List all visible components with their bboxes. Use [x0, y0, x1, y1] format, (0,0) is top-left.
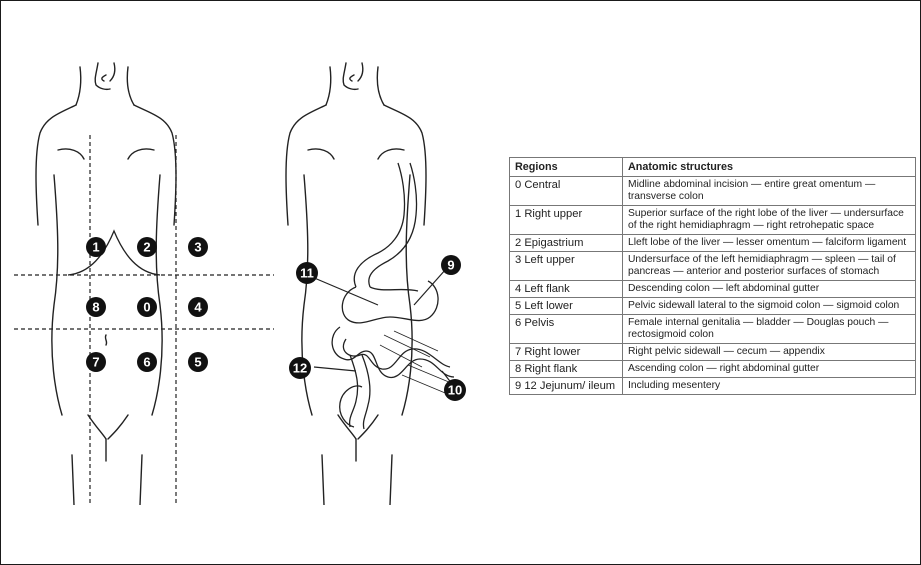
structures-cell: Including mesentery — [623, 378, 916, 395]
region-badge-10: 10 — [444, 379, 466, 401]
region-cell: 6 Pelvis — [510, 315, 623, 344]
region-badge-1: 1 — [86, 237, 106, 257]
svg-text:12: 12 — [293, 361, 307, 376]
left-torso-outline — [36, 63, 176, 505]
intestines-drawing — [332, 163, 456, 429]
region-badge-8: 8 — [86, 297, 106, 317]
svg-text:3: 3 — [194, 240, 201, 255]
region-cell: 1 Right upper — [510, 206, 623, 235]
svg-text:7: 7 — [92, 355, 99, 370]
region-cell: 3 Left upper — [510, 252, 623, 281]
region-badge-5: 5 — [188, 352, 208, 372]
structures-cell: Descending colon — left abdominal gutter — [623, 281, 916, 298]
svg-text:6: 6 — [143, 355, 150, 370]
table-header-row: Regions Anatomic structures — [510, 158, 916, 177]
structures-cell: Lleft lobe of the liver — lesser omentum… — [623, 235, 916, 252]
region-badge-2: 2 — [137, 237, 157, 257]
region-cell: 8 Right flank — [510, 361, 623, 378]
region-badge-6: 6 — [137, 352, 157, 372]
region-cell: 9 12 Jejunum/ ileum — [510, 378, 623, 395]
region-badge-11: 11 — [296, 262, 318, 284]
svg-text:4: 4 — [194, 300, 202, 315]
structures-cell: Midline abdominal incision — entire grea… — [623, 177, 916, 206]
abdominal-regions-figure: 1 2 3 8 0 4 7 6 5 — [10, 55, 500, 505]
structures-cell: Right pelvic sidewall — cecum — appendix — [623, 344, 916, 361]
region-badge-0: 0 — [137, 297, 157, 317]
svg-text:5: 5 — [194, 355, 201, 370]
region-cell: 4 Left flank — [510, 281, 623, 298]
structures-cell: Superior surface of the right lobe of th… — [623, 206, 916, 235]
region-cell: 0 Central — [510, 177, 623, 206]
torso-illustrations: 1 2 3 8 0 4 7 6 5 — [10, 55, 500, 505]
region-badge-12: 12 — [289, 357, 311, 379]
svg-text:10: 10 — [448, 383, 462, 398]
svg-text:2: 2 — [143, 240, 150, 255]
header-anatomic-structures: Anatomic structures — [623, 158, 916, 177]
svg-text:1: 1 — [92, 240, 99, 255]
svg-text:11: 11 — [300, 266, 314, 281]
region-badge-9: 9 — [441, 255, 461, 275]
region-cell: 2 Epigastrium — [510, 235, 623, 252]
structures-cell: Pelvic sidewall lateral to the sigmoid c… — [623, 298, 916, 315]
structures-cell: Ascending colon — right abdominal gutter — [623, 361, 916, 378]
region-badge-4: 4 — [188, 297, 208, 317]
region-badge-3: 3 — [188, 237, 208, 257]
region-badge-7: 7 — [86, 352, 106, 372]
structures-cell: Female internal genitalia — bladder — Do… — [623, 315, 916, 344]
svg-text:9: 9 — [447, 258, 454, 273]
svg-text:8: 8 — [92, 300, 99, 315]
svg-text:0: 0 — [143, 300, 150, 315]
region-cell: 7 Right lower — [510, 344, 623, 361]
region-cell: 5 Left lower — [510, 298, 623, 315]
structures-cell: Undersurface of the left hemidiaphragm —… — [623, 252, 916, 281]
header-regions: Regions — [510, 158, 623, 177]
